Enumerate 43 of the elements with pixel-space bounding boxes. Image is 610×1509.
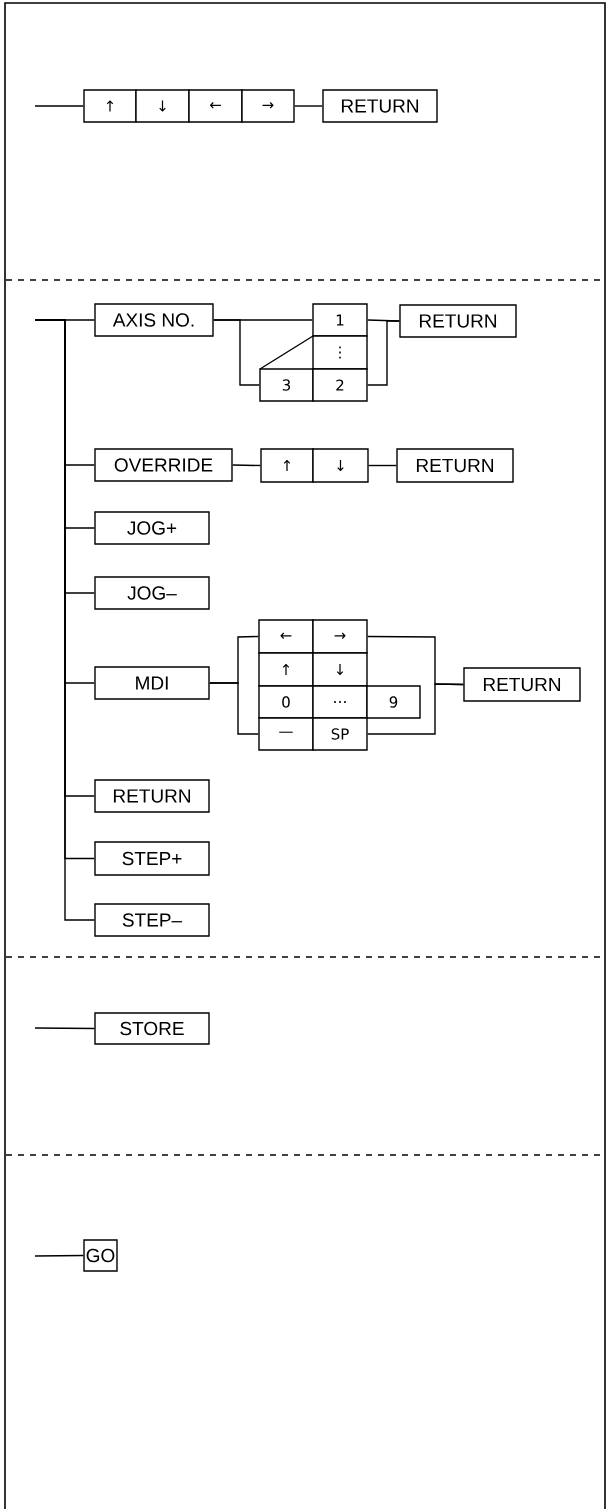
key-box: GO <box>83 1239 118 1272</box>
connector-line <box>367 683 464 735</box>
key-box: JOG+ <box>94 511 210 545</box>
key-cell: ↑ <box>258 652 314 687</box>
key-box: RETURN <box>463 667 581 702</box>
key-box: STORE <box>94 1012 210 1045</box>
key-cell: 0 <box>258 685 314 719</box>
connector-line <box>368 464 397 467</box>
key-cell: 1 <box>312 303 368 337</box>
key-box: OVERRIDE <box>94 448 233 482</box>
key-box: RETURN <box>94 779 210 813</box>
key-cell: ↓ <box>312 652 368 687</box>
key-cell: ← <box>188 89 243 123</box>
connector-line <box>232 464 261 467</box>
connector-line <box>34 1254 84 1257</box>
key-cell: SP <box>312 717 368 751</box>
key-box: JOG– <box>94 576 210 610</box>
connector-line <box>34 1027 95 1030</box>
key-box: MDI <box>94 666 210 700</box>
key-box: AXIS NO. <box>94 303 214 337</box>
key-cell: 2 <box>312 368 368 402</box>
key-cell: ↑ <box>260 448 314 483</box>
key-box: STEP– <box>94 903 210 937</box>
key-cell: 9 <box>366 685 421 719</box>
key-cell: → <box>312 619 368 654</box>
key-cell: ← <box>258 619 314 654</box>
connector-line <box>34 105 84 107</box>
key-cell: 3 <box>259 368 314 402</box>
key-box: RETURN <box>396 448 514 483</box>
key-cell: — <box>258 717 314 751</box>
key-box: STEP+ <box>94 841 210 876</box>
connector-line <box>213 319 260 386</box>
connector-line <box>367 320 400 386</box>
key-box: RETURN <box>399 304 517 338</box>
key-cell: ↓ <box>312 448 369 483</box>
key-cell: → <box>241 89 295 123</box>
key-box: RETURN <box>322 89 438 123</box>
key-cell: ⋮ <box>312 335 368 370</box>
key-cell: ↑ <box>83 89 137 123</box>
key-cell: ↓ <box>135 89 190 123</box>
connector-line <box>294 105 323 107</box>
key-cell: … <box>312 685 368 719</box>
connector-line <box>209 682 259 735</box>
